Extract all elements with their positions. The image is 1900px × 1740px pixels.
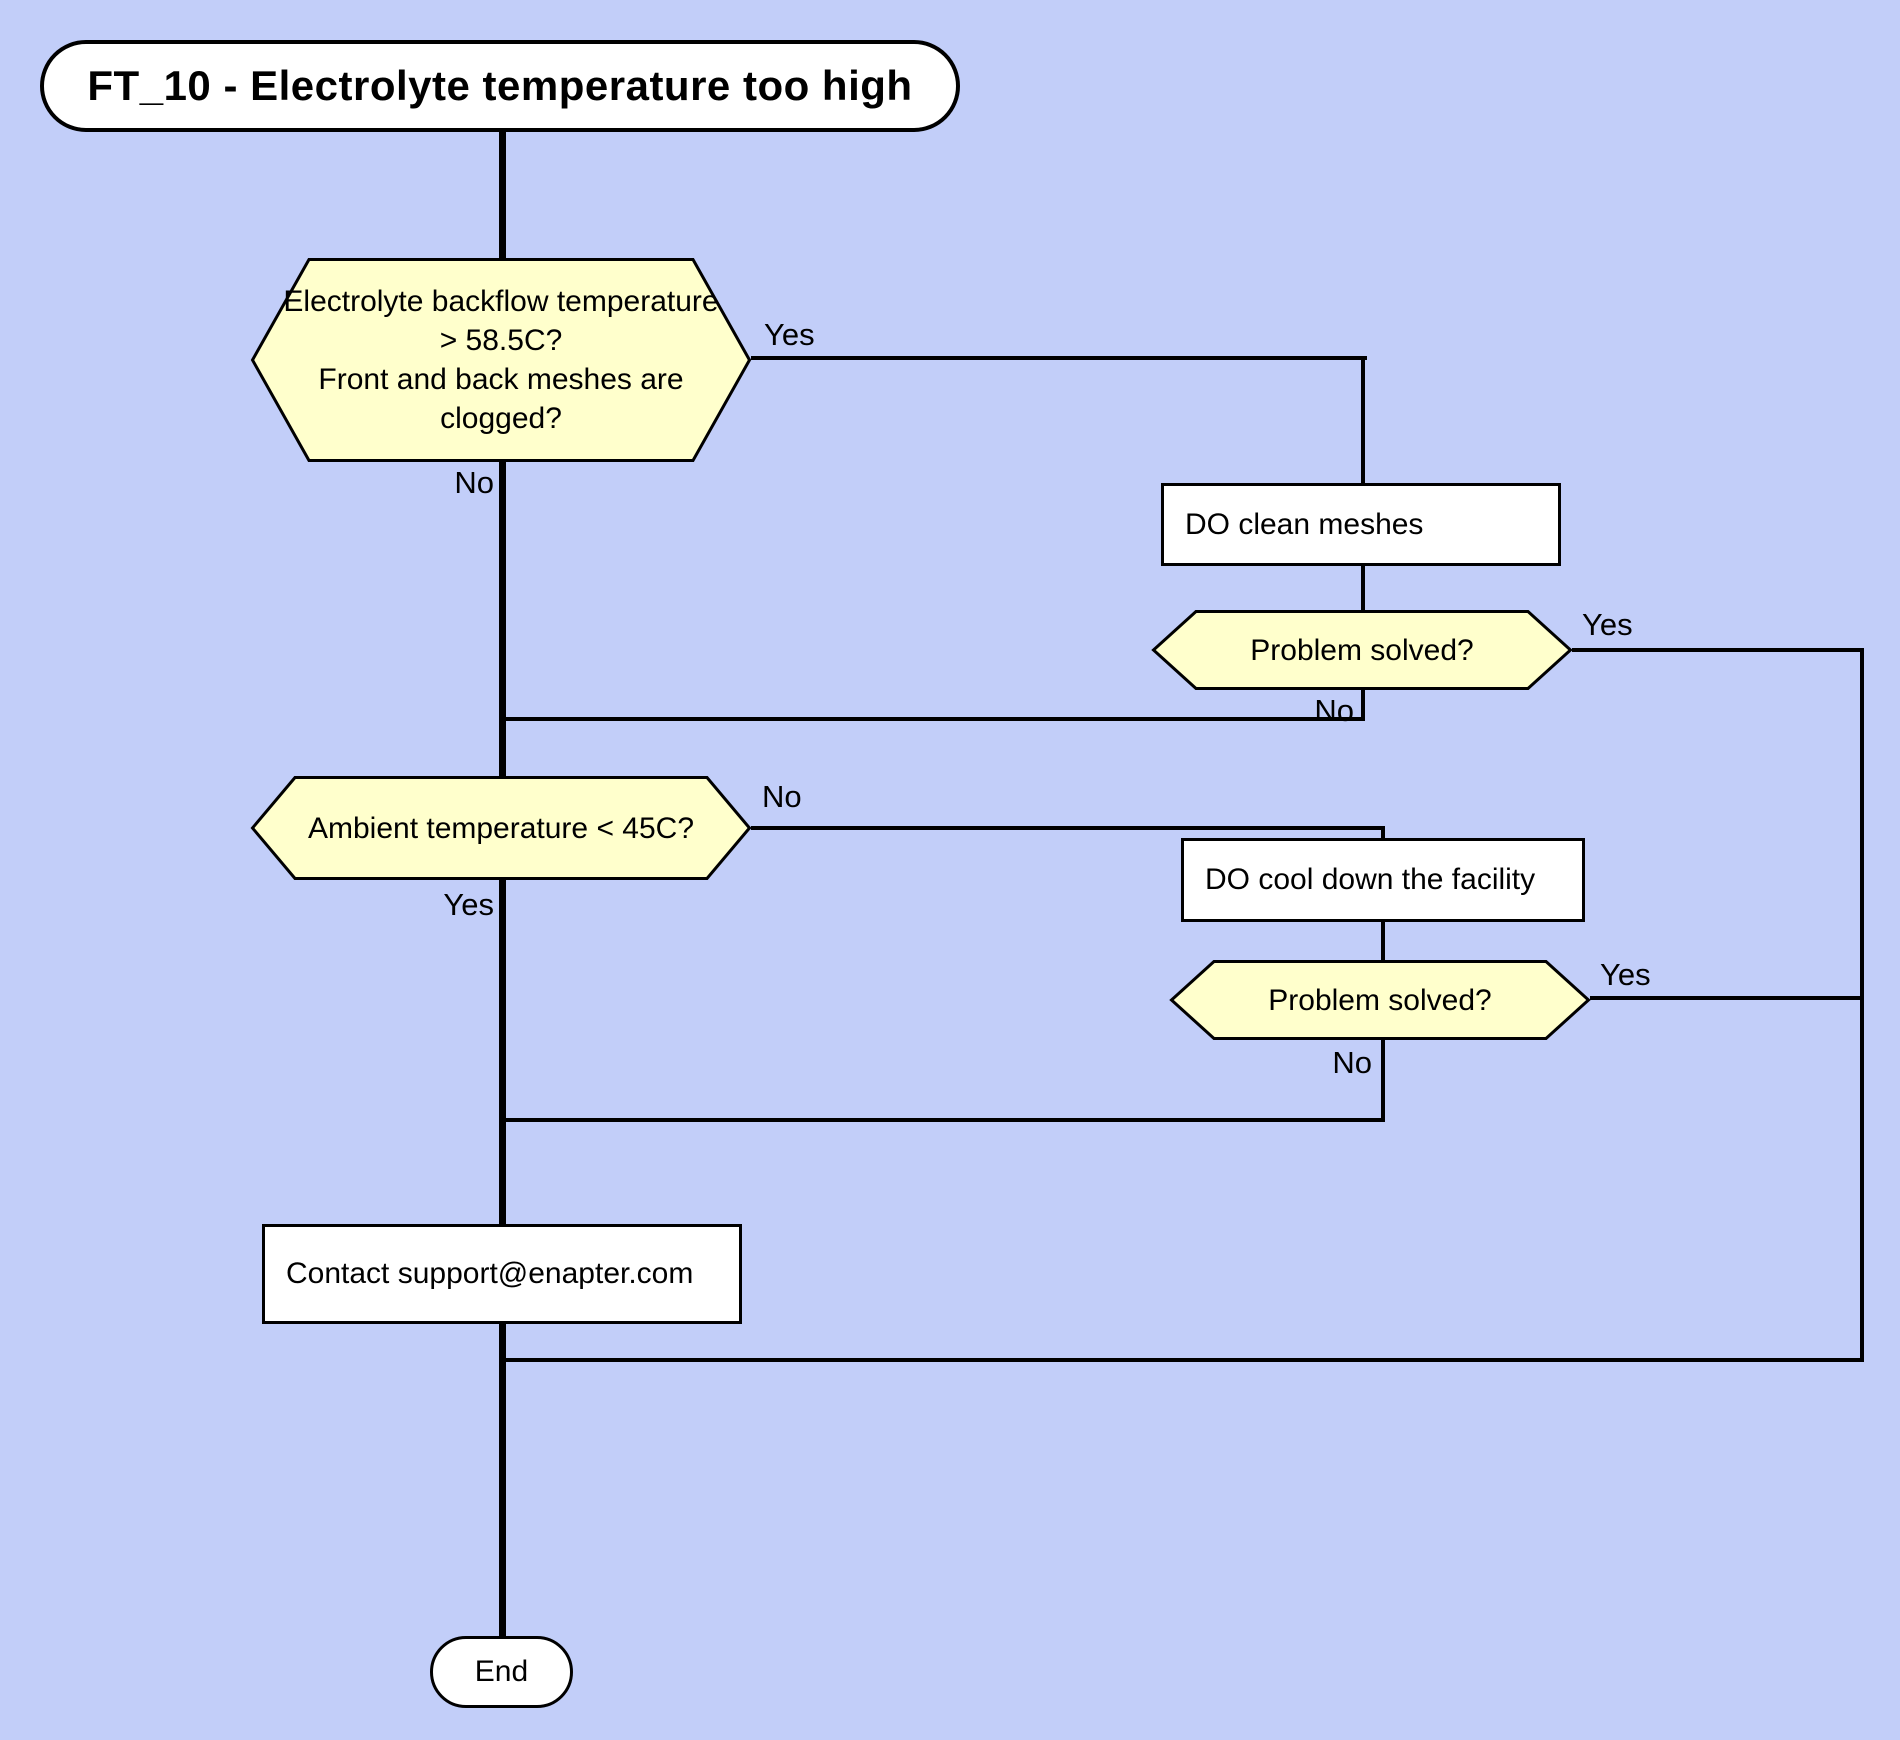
decision-problem-solved-2: Problem solved?	[1169, 960, 1591, 1040]
edge-problem2-no-vertical	[1381, 1040, 1385, 1122]
terminal-end: End	[430, 1636, 573, 1708]
edge-problem1-yes-horizontal	[1572, 648, 1864, 652]
edge-label-backflow-no: No	[454, 465, 494, 500]
decision-problem-solved-1-text: Problem solved?	[1250, 633, 1474, 667]
decision-backflow-text: Electrolyte backflow temperature > 58.5C…	[283, 285, 719, 435]
edge-label-problem2-no: No	[1332, 1045, 1372, 1080]
decision-problem-solved-1: Problem solved?	[1151, 610, 1573, 690]
process-contact-support: Contact support@enapter.com	[262, 1224, 742, 1324]
edge-problem2-yes-horizontal	[1590, 996, 1864, 1000]
process-contact-support-text: Contact support@enapter.com	[286, 1257, 694, 1290]
edge-ambient-no-vertical	[1381, 826, 1385, 841]
flowchart-title: FT_10 - Electrolyte temperature too high	[40, 40, 960, 132]
terminal-end-text: End	[474, 1655, 529, 1688]
decision-problem-solved-2-text: Problem solved?	[1268, 983, 1492, 1017]
edge-cool-to-problem2	[1381, 922, 1385, 960]
main-flow-line	[499, 132, 506, 1636]
edge-label-problem1-yes: Yes	[1582, 607, 1633, 642]
edge-problem1-no-horizontal	[499, 717, 1365, 721]
edge-ambient-no-horizontal	[751, 826, 1385, 830]
edge-label-ambient-no: No	[762, 779, 802, 814]
edge-label-backflow-yes: Yes	[764, 317, 815, 352]
edge-label-problem2-yes: Yes	[1600, 957, 1651, 992]
decision-backflow-temperature: Electrolyte backflow temperature > 58.5C…	[250, 258, 752, 462]
edge-label-problem1-no: No	[1314, 693, 1354, 728]
edge-label-ambient-yes: Yes	[443, 887, 494, 922]
edge-backflow-yes-horizontal	[751, 356, 1367, 360]
edge-clean-to-problem1	[1361, 566, 1365, 610]
hexagon-shape	[250, 776, 752, 880]
decision-ambient-temperature-text: Ambient temperature < 45C?	[307, 811, 695, 845]
process-cool-facility: DO cool down the facility	[1181, 838, 1585, 922]
process-cool-facility-text: DO cool down the facility	[1205, 863, 1536, 896]
hexagon-shape	[1169, 960, 1591, 1040]
hexagon-shape	[1151, 610, 1573, 690]
edge-return-bottom-horizontal	[499, 1358, 1864, 1362]
edge-backflow-yes-vertical	[1361, 356, 1365, 483]
right-return-rail	[1860, 648, 1864, 1362]
process-clean-meshes: DO clean meshes	[1161, 483, 1561, 566]
decision-ambient-temperature: Ambient temperature < 45C?	[250, 776, 752, 880]
edge-problem2-no-horizontal	[499, 1118, 1385, 1122]
process-clean-meshes-text: DO clean meshes	[1185, 507, 1424, 541]
hexagon-shape	[250, 258, 752, 462]
edge-problem1-no-vertical	[1361, 690, 1365, 721]
flowchart-title-text: FT_10 - Electrolyte temperature too high	[87, 62, 913, 109]
